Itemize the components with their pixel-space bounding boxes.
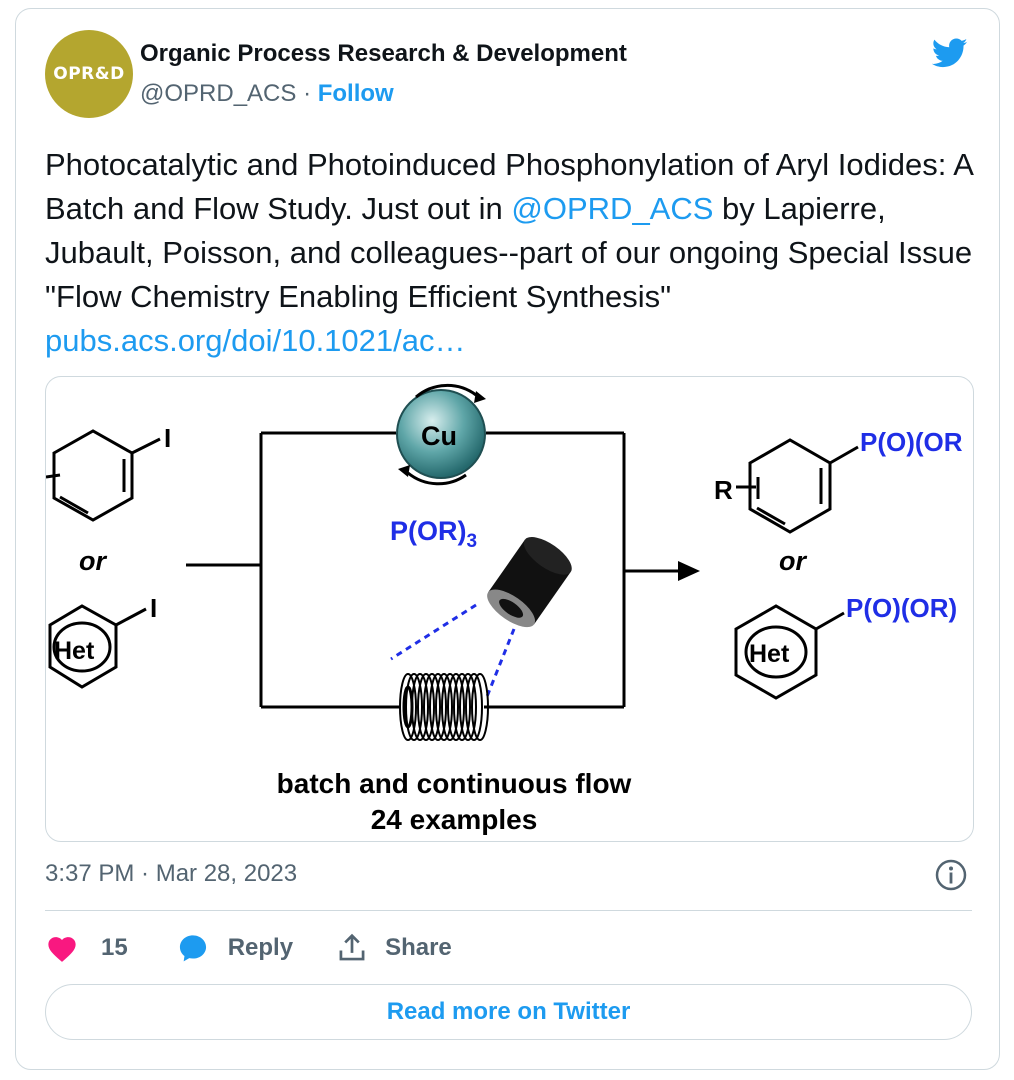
reagent-label: P(OR)3 (390, 516, 477, 552)
tweet-text-part1: Photocatalytic and Photoinduced Phosphon… (45, 147, 973, 226)
reagent-main: P(OR) (390, 516, 467, 546)
iodide-label-bottom: I (150, 593, 157, 623)
lamp-icon (487, 537, 572, 628)
reply-bubble-icon (179, 935, 206, 962)
heart-icon (48, 937, 76, 962)
het-label-left: Het (54, 637, 95, 665)
mention-link[interactable]: @OPRD_ACS (511, 191, 714, 226)
share-button[interactable]: Share (337, 932, 452, 964)
like-count: 15 (101, 934, 128, 961)
product-top-label: P(O)(OR (860, 427, 963, 457)
action-bar: 15 Reply Share (45, 928, 452, 968)
tweet-timestamp[interactable]: 3:37 PM · Mar 28, 2023 (45, 860, 298, 887)
read-more-button[interactable]: Read more on Twitter (45, 984, 972, 1040)
account-handle[interactable]: @OPRD_ACS (140, 80, 297, 107)
share-label: Share (385, 934, 452, 961)
reply-button[interactable]: Reply (176, 932, 293, 964)
tweet-text: Photocatalytic and Photoinduced Phosphon… (45, 143, 975, 363)
handle-row: @OPRD_ACS · Follow (140, 80, 394, 108)
product-bottom-label: P(O)(OR) (846, 593, 957, 623)
aryl-phosphonate-structure (736, 438, 859, 534)
actions-divider (45, 910, 972, 911)
share-icon (339, 933, 365, 961)
handle-separator: · (296, 80, 318, 107)
or-label-left: or (79, 546, 107, 576)
heteroaryl-phosphonate-structure (734, 604, 845, 700)
heteroaryl-iodide-structure (48, 604, 147, 689)
reply-label: Reply (227, 934, 294, 961)
twitter-bird-icon[interactable] (928, 35, 972, 71)
scheme-caption-line1: batch and continuous flow (277, 768, 632, 799)
aryl-iodide-structure (46, 429, 161, 522)
follow-button[interactable]: Follow (317, 80, 394, 107)
like-button[interactable]: 15 (45, 933, 128, 963)
tweet-media[interactable]: I or I Het Cu P(OR)3 (45, 376, 974, 842)
account-name[interactable]: Organic Process Research & Development (140, 40, 627, 67)
cu-catalyst-sphere (396, 389, 486, 479)
r-group-label: R (714, 475, 733, 505)
iodide-label-top: I (164, 423, 171, 453)
output-arrow-icon (678, 561, 700, 581)
or-label-right: or (779, 546, 807, 576)
avatar-label: OPR&D (53, 64, 125, 84)
avatar[interactable]: OPR&D (45, 30, 133, 118)
info-icon[interactable] (934, 858, 968, 892)
reaction-scheme: I or I Het Cu P(OR)3 (46, 383, 963, 835)
flow-coil-icon (399, 673, 489, 741)
cu-label: Cu (421, 421, 457, 451)
tweet-text-part2: by Lapierre, Jubault, Poisson, and colle… (45, 191, 973, 314)
reagent-subscript: 3 (467, 531, 478, 552)
het-label-right: Het (749, 640, 790, 668)
article-link[interactable]: pubs.acs.org/doi/10.1021/ac… (45, 323, 466, 358)
scheme-caption-line2: 24 examples (371, 804, 538, 835)
